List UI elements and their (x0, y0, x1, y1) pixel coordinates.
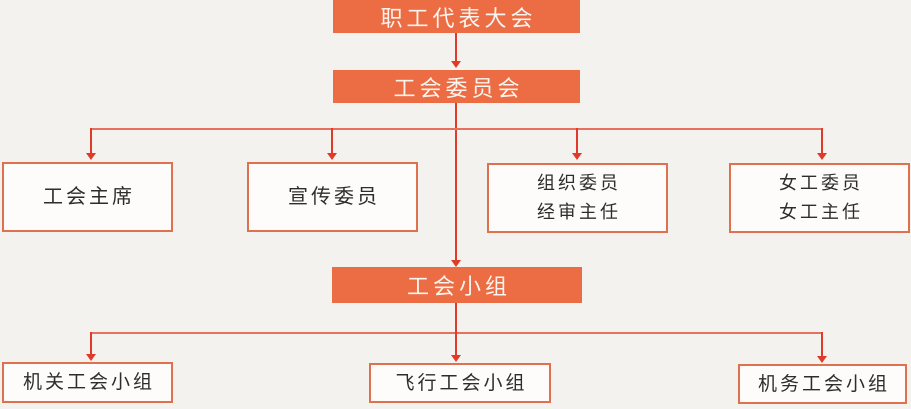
connector-drop-publicity (331, 128, 333, 154)
node-label: 女工委员 (779, 173, 863, 193)
connector-group-rail (455, 303, 457, 332)
arrowhead-icon (86, 354, 96, 361)
connector-drop-maintenance-group (821, 332, 823, 356)
arrowhead-icon (451, 355, 461, 362)
arrowhead-icon (817, 153, 827, 160)
connector-drop-organization (576, 128, 578, 154)
connector-subgroups-rail (91, 332, 823, 334)
node-union-committee: 工会委员会 (333, 70, 580, 103)
node-publicity-member: 宣传委员 (247, 162, 418, 232)
node-maintenance-union-group: 机务工会小组 (738, 364, 907, 404)
connector-drop-chairman (90, 128, 92, 154)
node-label: 飞行工会小组 (395, 372, 528, 394)
node-office-union-group: 机关工会小组 (2, 362, 173, 403)
node-organization-member: 组织委员 经审主任 (487, 163, 668, 233)
node-flight-union-group: 飞行工会小组 (369, 363, 551, 403)
arrowhead-icon (451, 260, 461, 267)
node-label: 工会主席 (43, 185, 135, 208)
arrowhead-icon (327, 153, 337, 160)
node-women-worker-member: 女工委员 女工主任 (729, 163, 910, 233)
node-label: 机务工会小组 (757, 373, 890, 395)
arrowhead-icon (86, 153, 96, 160)
connector-drop-flight-group (455, 332, 457, 355)
arrowhead-icon (817, 356, 827, 363)
node-label: 宣传委员 (288, 185, 380, 208)
connector-officers-rail (91, 128, 823, 130)
arrowhead-icon (451, 61, 461, 68)
arrowhead-icon (572, 153, 582, 160)
node-label: 机关工会小组 (22, 372, 155, 393)
node-union-group: 工会小组 (332, 267, 582, 303)
node-label: 经审主任 (537, 202, 621, 222)
connector-drop-office-group (90, 332, 92, 354)
node-label: 女工主任 (779, 202, 863, 222)
connector-committee-group (455, 103, 457, 260)
connector-drop-women (821, 128, 823, 154)
node-workers-congress: 职工代表大会 (333, 0, 580, 33)
node-union-chairman: 工会主席 (2, 162, 173, 232)
connector-congress-committee (455, 33, 457, 62)
node-label: 组织委员 (537, 173, 621, 193)
